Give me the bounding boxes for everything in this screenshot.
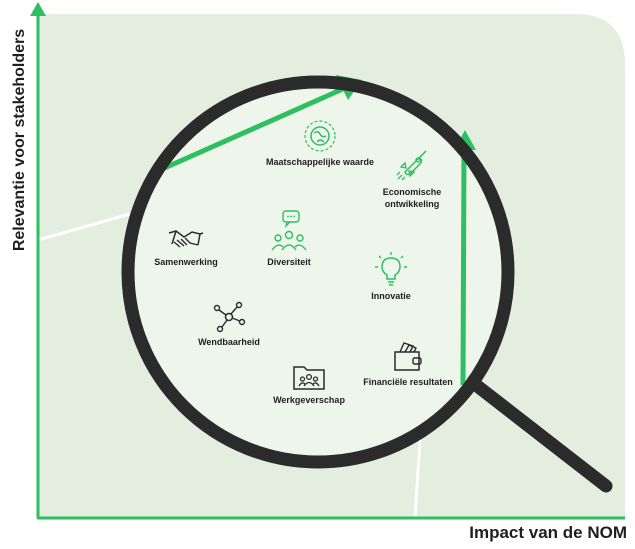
guide-line-bottom xyxy=(413,439,422,519)
trend-arrow-vertical xyxy=(460,147,467,386)
topic-label: Financiële resultaten xyxy=(363,377,453,387)
magnifier-ring xyxy=(121,75,515,469)
guide-line-left xyxy=(37,212,131,242)
rocket-icon xyxy=(396,150,427,181)
topic-financiele-resultaten: Financiële resultaten xyxy=(353,340,463,388)
topic-economische-ontwikkeling: Economische ontwikkeling xyxy=(357,146,467,210)
topic-werkgeverschap: Werkgeverschap xyxy=(254,362,364,406)
topic-wendbaarheid: Wendbaarheid xyxy=(174,300,284,348)
x-axis-label: Impact van de NOM xyxy=(469,523,627,542)
magnifier-handle xyxy=(469,378,613,493)
topic-samenwerking: Samenwerking xyxy=(131,226,241,268)
topic-maatschappelijke-waarde: Maatschappelijke waarde xyxy=(265,118,375,168)
topic-label: Economische ontwikkeling xyxy=(382,187,442,209)
lightbulb-icon xyxy=(375,252,407,286)
topic-label: Samenwerking xyxy=(154,257,218,267)
topic-label: Diversiteit xyxy=(267,257,311,267)
team-folder-icon xyxy=(293,366,325,390)
topic-label: Werkgeverschap xyxy=(273,395,345,405)
topic-label: Innovatie xyxy=(371,291,411,301)
topic-innovatie: Innovatie xyxy=(336,250,446,302)
globe-leaf-icon xyxy=(304,120,336,152)
network-icon xyxy=(213,301,246,333)
wallet-icon xyxy=(394,342,422,371)
trend-arrow-diagonal xyxy=(158,85,347,173)
lens-fill xyxy=(128,82,508,462)
group-chat-icon xyxy=(271,210,307,251)
topic-diversiteit: Diversiteit xyxy=(234,208,344,268)
handshake-icon xyxy=(168,230,204,248)
topic-label: Wendbaarheid xyxy=(198,337,260,347)
y-axis-label: Relevantie voor stakeholders xyxy=(11,28,28,252)
topic-label: Maatschappelijke waarde xyxy=(265,157,375,167)
y-axis-arrow xyxy=(30,2,46,16)
